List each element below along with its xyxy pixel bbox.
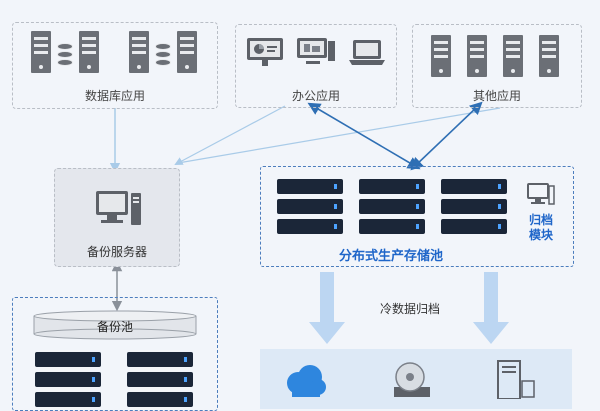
other-apps-label: 其他应用 bbox=[472, 89, 521, 103]
storage-pool-group: 归档 模块 分布式生产存储池 bbox=[260, 166, 574, 267]
cold-archive-label: 冷数据归档 bbox=[379, 302, 440, 316]
archive-destinations bbox=[260, 349, 572, 409]
database-icon bbox=[57, 43, 73, 71]
archive-arrow-right-icon bbox=[473, 322, 509, 344]
archive-arrow-right-shaft bbox=[484, 272, 498, 324]
server-tower-icon bbox=[31, 31, 51, 73]
storage-rack-icon bbox=[277, 179, 343, 194]
other-apps-group: 其他应用 bbox=[412, 24, 582, 108]
storage-rack-icon bbox=[441, 219, 507, 234]
database-apps-label: 数据库应用 bbox=[84, 89, 145, 103]
archive-monitor-icon bbox=[527, 183, 555, 205]
office-apps-label: 办公应用 bbox=[291, 89, 340, 103]
server-tower-icon bbox=[129, 31, 149, 73]
backup-pool-group: 备份池 bbox=[12, 297, 218, 411]
backup-server-label: 备份服务器 bbox=[86, 245, 147, 259]
office-apps-group: 办公应用 bbox=[235, 24, 397, 108]
cloud-icon bbox=[287, 365, 326, 397]
storage-rack-icon bbox=[35, 352, 101, 367]
storage-rack-icon bbox=[127, 372, 193, 387]
storage-rack-icon bbox=[35, 372, 101, 387]
backup-pool-label: 备份池 bbox=[96, 320, 133, 334]
storage-rack-icon bbox=[277, 199, 343, 214]
archive-arrow-left-shaft bbox=[320, 272, 334, 324]
storage-rack-icon bbox=[359, 219, 425, 234]
server-tower-icon bbox=[467, 35, 487, 77]
backup-pool-cylinder-icon bbox=[33, 310, 197, 340]
storage-rack-icon bbox=[359, 179, 425, 194]
connection-lines bbox=[109, 101, 501, 312]
storage-rack-icon bbox=[127, 352, 193, 367]
optical-disc-icon bbox=[394, 362, 430, 397]
storage-rack-icon bbox=[441, 199, 507, 214]
server-tower-icon bbox=[503, 35, 523, 77]
server-tower-icon bbox=[431, 35, 451, 77]
storage-rack-icon bbox=[359, 199, 425, 214]
storage-rack-icon bbox=[441, 179, 507, 194]
archive-module-label: 归档 模块 bbox=[528, 213, 553, 242]
storage-pool-label: 分布式生产存储池 bbox=[338, 248, 443, 263]
database-icon bbox=[155, 43, 171, 71]
database-apps-group: 数据库应用 bbox=[12, 22, 218, 109]
server-tower-icon bbox=[79, 31, 99, 73]
laptop-icon bbox=[349, 40, 385, 65]
archive-arrow-left-icon bbox=[309, 322, 345, 344]
server-tower-icon bbox=[539, 35, 559, 77]
server-tower-icon bbox=[177, 31, 197, 73]
storage-rack-icon bbox=[277, 219, 343, 234]
computer-icon bbox=[96, 191, 141, 225]
presentation-icon bbox=[247, 38, 283, 66]
backup-server-box: 备份服务器 bbox=[54, 168, 180, 267]
workstation-icon bbox=[297, 38, 335, 64]
server-files-icon bbox=[497, 360, 535, 399]
